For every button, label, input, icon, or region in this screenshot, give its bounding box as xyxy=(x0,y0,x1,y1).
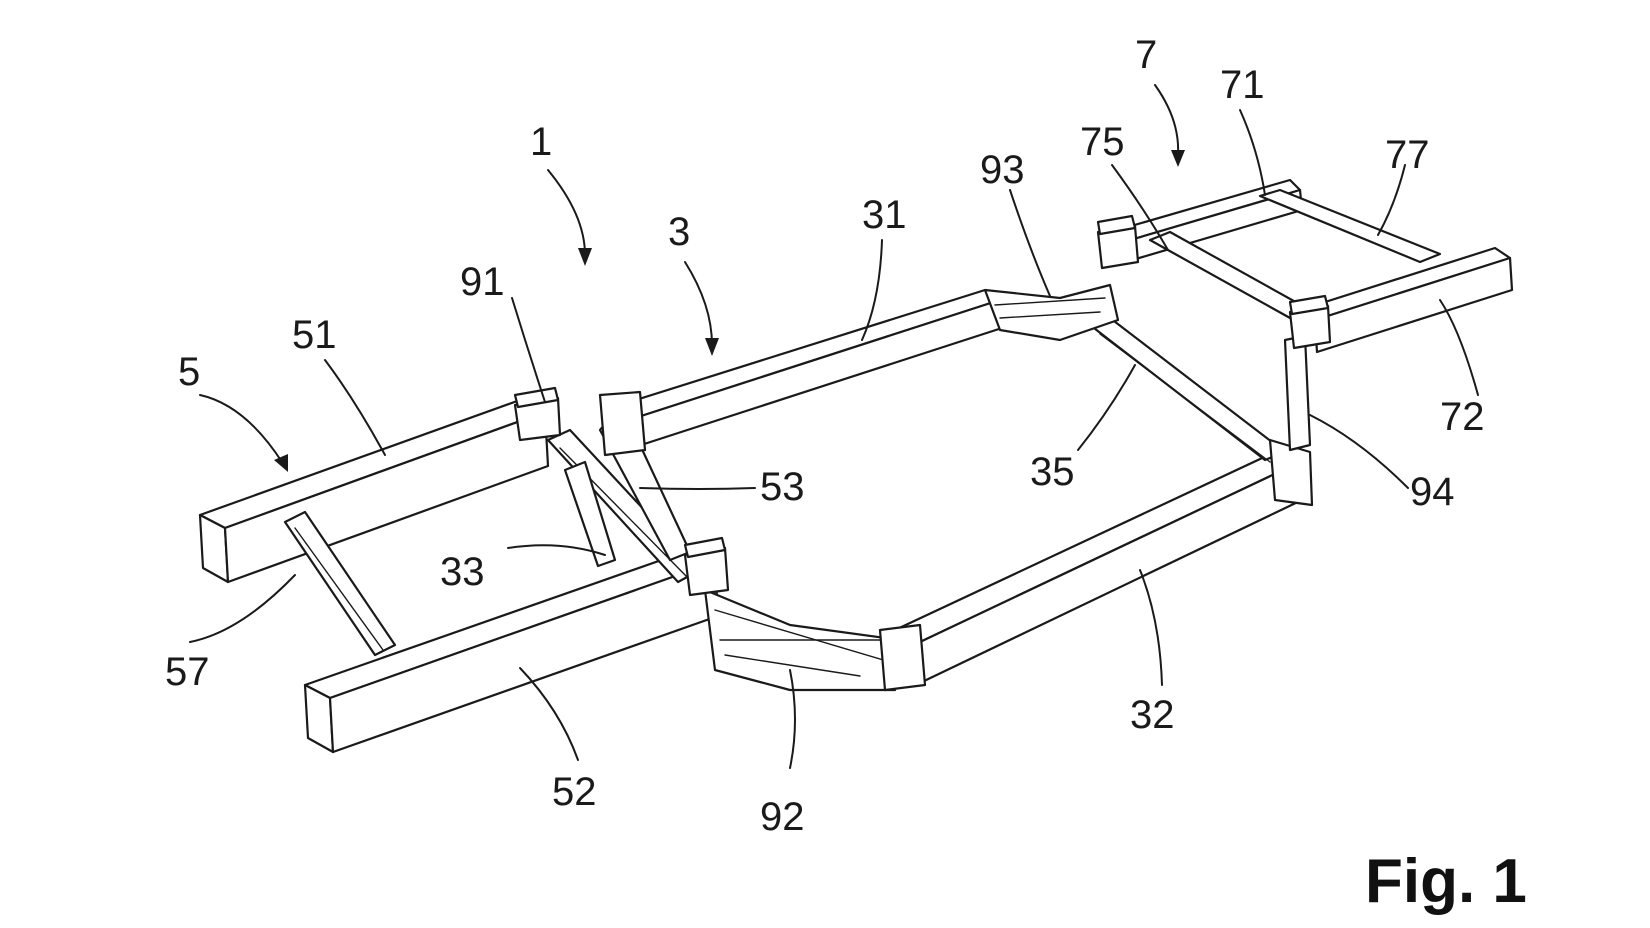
label-77: 77 xyxy=(1385,133,1430,177)
label-3: 3 xyxy=(668,210,690,254)
label-31: 31 xyxy=(862,193,907,237)
label-75: 75 xyxy=(1080,120,1125,164)
label-71: 71 xyxy=(1220,63,1265,107)
label-92: 92 xyxy=(760,795,805,839)
label-7: 7 xyxy=(1135,33,1157,77)
label-51: 51 xyxy=(292,313,337,357)
bracket-rear-left xyxy=(1096,214,1140,270)
bracket-91 xyxy=(513,386,562,442)
bracket-rear-right xyxy=(1288,294,1332,350)
label-33: 33 xyxy=(440,550,485,594)
label-57: 57 xyxy=(165,650,210,694)
label-72: 72 xyxy=(1440,395,1485,439)
front-beam-51 xyxy=(198,398,550,584)
label-53: 53 xyxy=(760,465,805,509)
label-1: 1 xyxy=(530,120,552,164)
label-94: 94 xyxy=(1410,470,1455,514)
label-5: 5 xyxy=(178,350,200,394)
leader-lines xyxy=(189,84,1479,769)
front-beam-52 xyxy=(303,548,720,754)
label-91: 91 xyxy=(460,260,505,304)
front-cross-member-57 xyxy=(283,510,397,657)
label-32: 32 xyxy=(1130,693,1175,737)
label-93: 93 xyxy=(980,148,1025,192)
label-35: 35 xyxy=(1030,450,1075,494)
reference-numerals: 1 3 5 7 31 32 33 35 51 52 53 57 71 72 75… xyxy=(165,33,1485,839)
center-frame-3 xyxy=(598,283,1314,692)
figure-caption: Fig. 1 xyxy=(1365,847,1527,916)
bracket-front-right xyxy=(683,536,730,597)
label-52: 52 xyxy=(552,770,597,814)
